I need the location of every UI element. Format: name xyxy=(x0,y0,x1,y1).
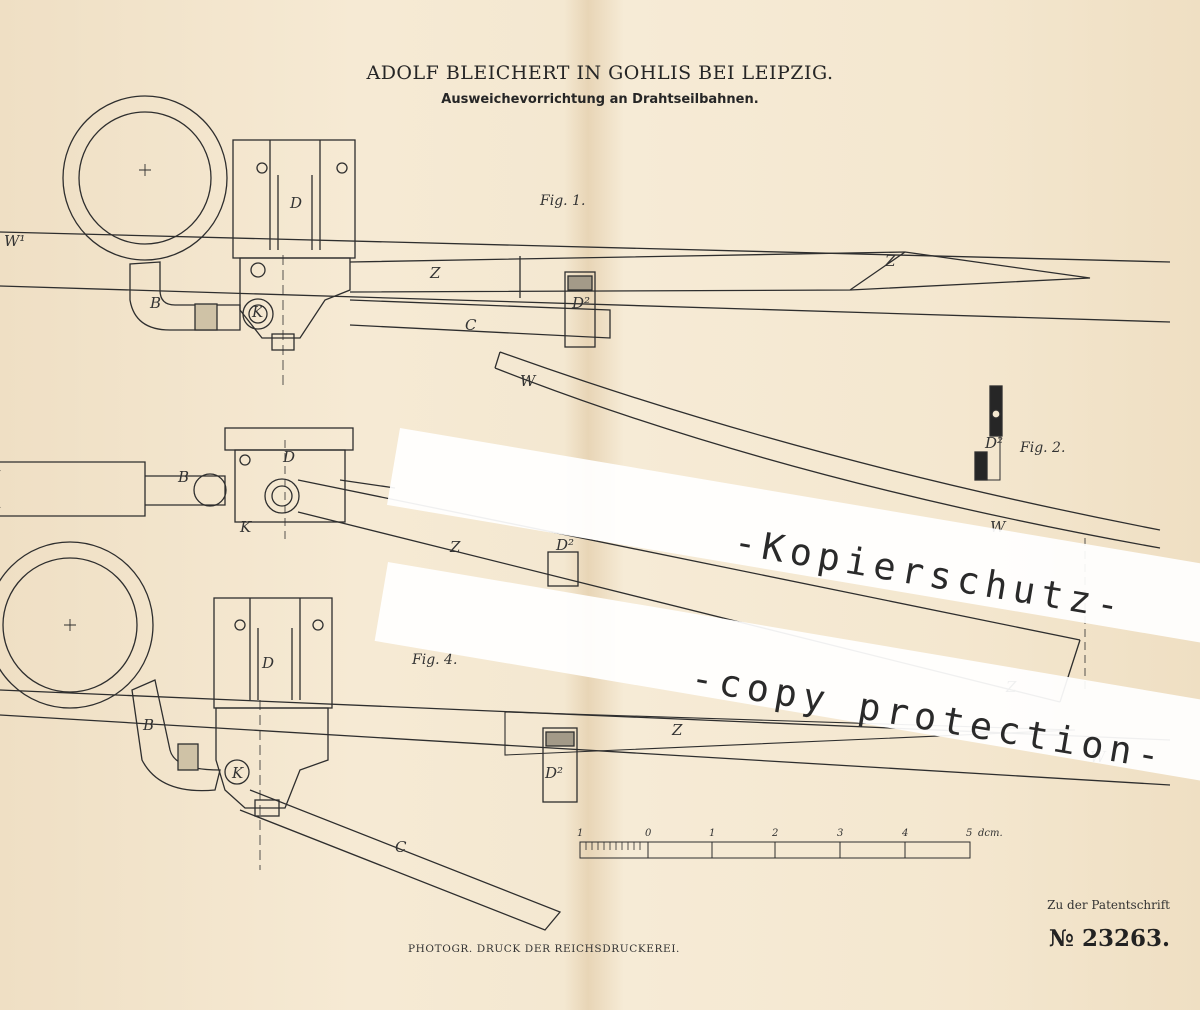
part-label-d2-fig4: D² xyxy=(544,764,563,782)
part-label-b-fig4: B xyxy=(142,716,154,734)
part-label-c-fig4: C xyxy=(395,838,407,856)
figure-2-label: Fig. 2. xyxy=(1020,440,1065,456)
scale-tick-label: 1 xyxy=(577,828,583,839)
part-label-d2: D² xyxy=(571,294,590,312)
part-label-d2-fig2: D² xyxy=(984,434,1003,452)
scale-tick-label: 5 xyxy=(966,828,972,839)
part-label-k-fig3: K xyxy=(239,518,252,536)
scale-tick-label: 4 xyxy=(901,828,908,839)
patent-number: № 23263. xyxy=(1049,925,1170,952)
scale-tick-label: 2 xyxy=(771,828,778,839)
part-label-w-curve: W xyxy=(520,372,537,390)
figure-2-drawing xyxy=(975,386,1002,480)
figure-1-drawing xyxy=(0,96,1170,385)
part-label-z: Z xyxy=(429,264,441,282)
patent-reference-label: Zu der Patentschrift xyxy=(1047,898,1170,912)
scale-tick-label: 1 xyxy=(709,828,715,839)
scale-tick-label: 0 xyxy=(645,828,652,839)
part-label-d: D xyxy=(289,194,302,212)
pulley-outer-ring-fig4 xyxy=(0,542,153,708)
part-label-w1: W¹ xyxy=(4,232,25,250)
part-label-k: K xyxy=(251,303,264,321)
pulley-inner-ring xyxy=(79,112,211,244)
part-label-k-fig4: K xyxy=(231,764,244,782)
scale-unit-label: dcm. xyxy=(978,828,1003,839)
scale-bar xyxy=(580,842,970,858)
part-label-z-fig4: Z xyxy=(671,721,683,739)
part-label-b-fig3: B xyxy=(177,468,189,486)
part-label-d-fig3: D xyxy=(282,448,295,466)
figure-4-label: Fig. 4. xyxy=(412,652,457,668)
scale-tick-label: 3 xyxy=(837,828,843,839)
part-label-z-tip: Z xyxy=(884,252,896,270)
part-label-b: B xyxy=(149,294,161,312)
part-label-d-fig4: D xyxy=(261,654,274,672)
figure-1-label: Fig. 1. xyxy=(540,193,585,209)
part-label-d2-fig3: D² xyxy=(555,536,574,554)
part-label-z-fig3: Z xyxy=(449,538,461,556)
part-label-c: C xyxy=(465,316,477,334)
printer-credit: PHOTOGR. DRUCK DER REICHSDRUCKEREI. xyxy=(408,943,680,955)
